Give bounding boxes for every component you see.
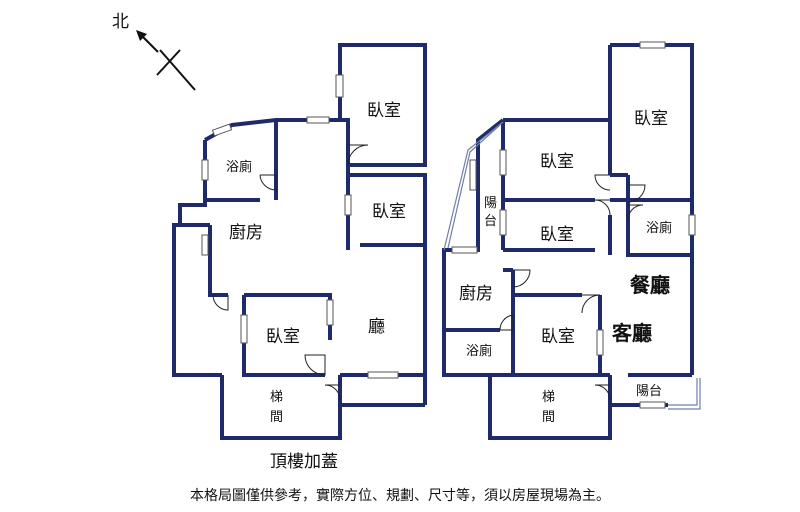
room-label-stair-right-2: 間 xyxy=(542,410,555,425)
north-arrow-icon xyxy=(136,30,196,91)
left-plan-walls xyxy=(172,43,427,440)
room-label-dining: 餐廳 xyxy=(630,273,670,297)
room-label-bedroom-c: 臥室 xyxy=(541,327,575,347)
room-label-bedroom-bottom: 臥室 xyxy=(266,327,300,347)
room-label-bath-left: 浴廁 xyxy=(466,343,492,359)
right-plan-doors xyxy=(499,174,646,401)
room-label-hall: 廳 xyxy=(368,317,385,337)
room-label-kitchen-right: 廚房 xyxy=(459,283,493,304)
room-label-bedroom-b: 臥室 xyxy=(540,225,574,245)
room-label-stair-1: 梯 xyxy=(270,390,283,405)
room-label-balcony-bottom: 陽台 xyxy=(636,384,662,399)
room-label-bath: 浴廁 xyxy=(226,159,252,175)
right-plan-windows xyxy=(451,41,696,409)
room-label-kitchen: 廚房 xyxy=(229,222,263,243)
room-label-bedroom-a: 臥室 xyxy=(540,152,574,172)
room-label-bedroom-top: 臥室 xyxy=(367,101,401,121)
disclaimer-text: 本格局圖僅供參考，實際方位、規劃、尺寸等，須以房屋現場為主。 xyxy=(190,487,610,504)
room-label-bath-right: 浴廁 xyxy=(646,220,672,236)
left-plan-windows xyxy=(201,74,399,379)
room-label-bedroom-far: 臥室 xyxy=(634,109,668,129)
left-plan-caption: 頂樓加蓋 xyxy=(270,452,338,472)
room-label-balcony-2: 台 xyxy=(484,214,497,229)
room-label-bedroom-mid: 臥室 xyxy=(372,202,406,222)
left-plan-doors xyxy=(212,144,369,401)
compass-label: 北 xyxy=(112,12,129,32)
room-label-stair-right-1: 梯 xyxy=(542,390,555,405)
room-label-living: 客廳 xyxy=(611,321,652,345)
room-label-stair-2: 間 xyxy=(270,410,283,425)
right-plan-balcony-rails xyxy=(443,121,701,410)
right-plan-walls xyxy=(442,43,694,440)
room-label-balcony-1: 陽 xyxy=(484,196,497,211)
